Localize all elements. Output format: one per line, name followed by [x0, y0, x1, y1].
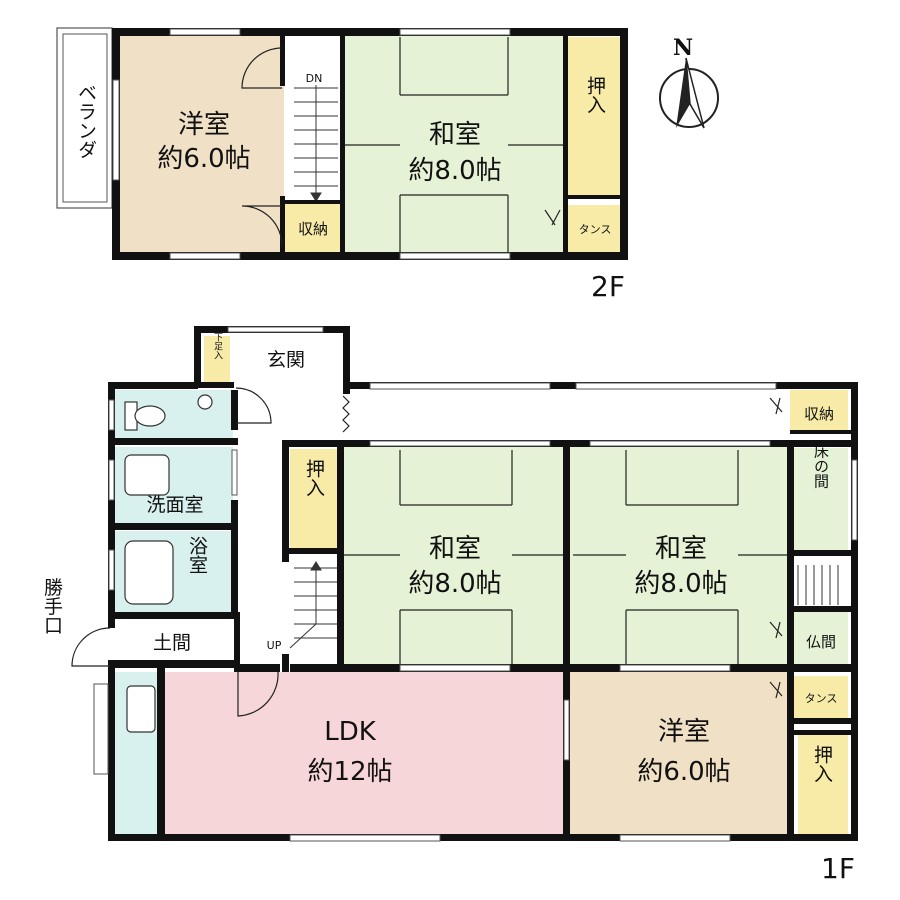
youshitsu-1f-name: 洋室: [658, 717, 710, 747]
oshiire-1f-left-label: 押入: [303, 459, 325, 497]
kitchen-sink-icon: [126, 685, 156, 733]
shuno-1f-label: 収納: [804, 405, 834, 423]
geta-label: 下足入: [212, 333, 223, 360]
veranda-label: ベランダ: [75, 83, 97, 159]
washitsu-1f-b-size: 約8.0帖: [634, 569, 727, 599]
youshitsu-2f-name: 洋室: [178, 110, 230, 140]
veranda: [56, 27, 113, 209]
room-washitsu-1f-a: [340, 447, 570, 667]
room-washitsu-1f-b: [570, 447, 792, 667]
washitsu-1f-b-name: 和室: [655, 534, 707, 564]
floor-1f: 玄関 下足入 収納 洗面室 浴室 土間 勝手口 UP 押入 和室 約8.0帖 和…: [41, 326, 858, 885]
doma: [115, 620, 233, 663]
oshiire-1f-right-label: 押入: [811, 745, 833, 783]
oshiire-1f-left: [290, 449, 338, 549]
oshiire-1f-right: [798, 735, 848, 834]
toilet-icon: [124, 394, 213, 431]
katte-label: 勝手口: [41, 577, 63, 634]
tokonoma: [794, 448, 848, 550]
floor-2f: ベランダ 洋室 約6.0帖 和室 約8.0帖 DN 収納 押入 タンス 2F: [56, 27, 628, 303]
senmen-label: 洗面室: [146, 494, 203, 516]
shuno-1f: [790, 390, 848, 434]
stairs-1f: [289, 561, 839, 649]
yoku-label: 浴室: [186, 536, 208, 574]
floor-2f-label: 2F: [591, 270, 625, 303]
compass-n-label: N: [673, 35, 693, 61]
floor-1f-label: 1F: [821, 852, 855, 885]
tansu-2f: [566, 205, 624, 253]
sink-icon: [124, 454, 170, 496]
oshiire-2f-label: 押入: [584, 76, 606, 114]
washitsu-2f-name: 和室: [429, 120, 481, 150]
washitsu-1f-a-name: 和室: [429, 534, 481, 564]
tansu-2f-label: タンス: [579, 223, 612, 236]
doma-label: 土間: [153, 632, 191, 654]
room-youshitsu-2f: [116, 33, 284, 255]
geta-box: [204, 336, 230, 382]
tokonoma-label: 床の間: [812, 444, 830, 490]
ldk-size: 約12帖: [307, 757, 392, 787]
tansu-1f-label: タンス: [805, 692, 838, 705]
washitsu-2f-size: 約8.0帖: [408, 156, 501, 186]
room-washitsu-2f: [342, 33, 566, 255]
bathtub-icon: [124, 540, 174, 605]
genkan-label: 玄関: [267, 349, 305, 371]
butsuma: [794, 612, 848, 664]
compass-icon: N: [659, 35, 719, 129]
stairs-up-label: UP: [267, 639, 282, 652]
washitsu-1f-a-size: 約8.0帖: [408, 569, 501, 599]
tansu-1f: [794, 676, 848, 718]
shuno-2f: [284, 203, 342, 255]
butsuma-label: 仏間: [806, 633, 836, 651]
youshitsu-2f-size: 約6.0帖: [157, 144, 250, 174]
stairs-dn-label: DN: [306, 72, 323, 85]
room-youshitsu-1f: [570, 672, 792, 834]
room-ldk: [163, 672, 565, 834]
ldk-name: LDK: [324, 717, 377, 747]
oshiire-2f: [566, 37, 624, 195]
shuno-2f-label: 収納: [298, 220, 328, 238]
youshitsu-1f-size: 約6.0帖: [637, 757, 730, 787]
